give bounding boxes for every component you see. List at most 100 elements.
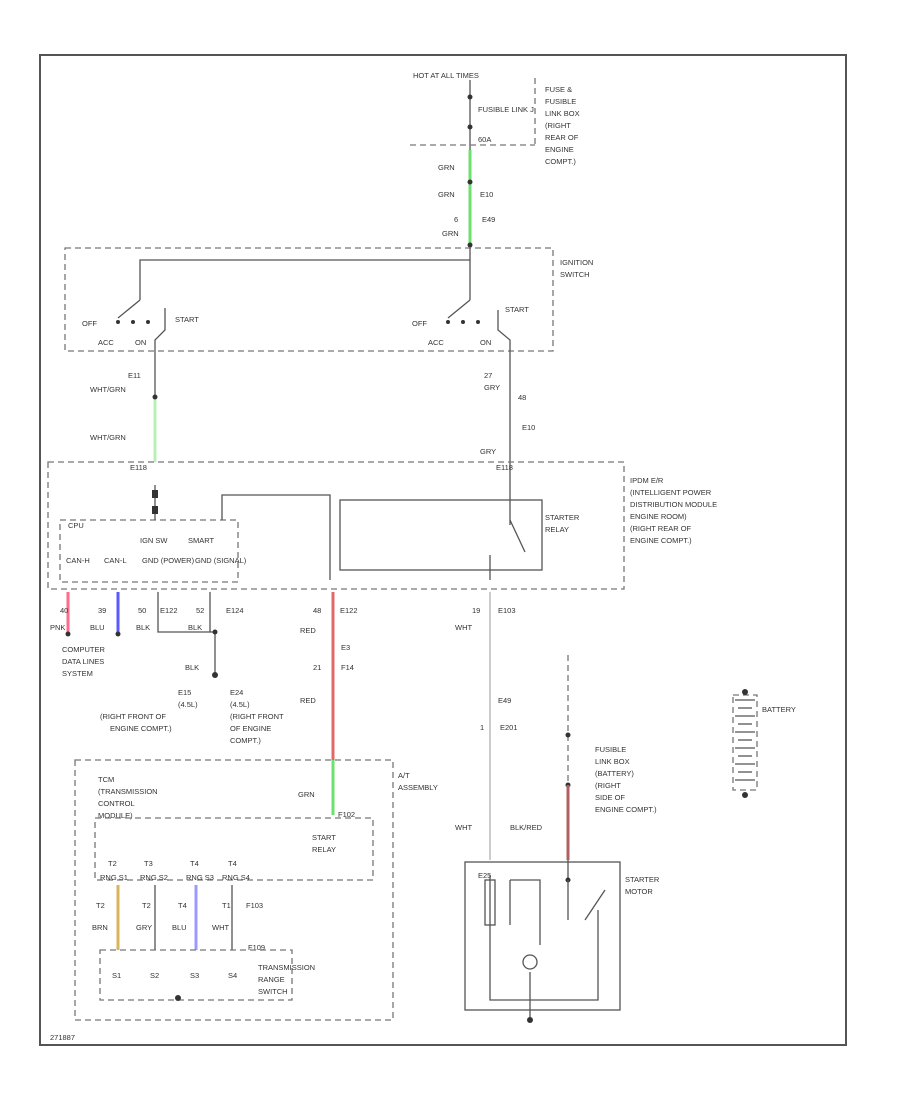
svg-text:CAN-L: CAN-L — [104, 556, 127, 565]
svg-text:(RIGHT FRONT: (RIGHT FRONT — [230, 712, 284, 721]
svg-text:T4: T4 — [228, 859, 237, 868]
svg-text:BLU: BLU — [90, 623, 105, 632]
svg-text:SYSTEM: SYSTEM — [62, 669, 93, 678]
svg-text:E11: E11 — [128, 371, 141, 380]
svg-text:STARTER: STARTER — [625, 875, 660, 884]
svg-text:SWITCH: SWITCH — [258, 987, 288, 996]
svg-text:WHT: WHT — [455, 823, 472, 832]
starter-motor-box — [464, 861, 621, 1011]
svg-text:F103: F103 — [246, 901, 263, 910]
svg-text:E15: E15 — [178, 688, 191, 697]
svg-text:GRN: GRN — [438, 190, 455, 199]
svg-text:T4: T4 — [178, 901, 187, 910]
svg-text:E3: E3 — [341, 643, 350, 652]
svg-text:T2: T2 — [108, 859, 117, 868]
svg-text:START: START — [505, 305, 529, 314]
ground-point — [212, 672, 218, 678]
svg-text:(RIGHT: (RIGHT — [595, 781, 621, 790]
svg-text:E118: E118 — [130, 463, 147, 472]
svg-text:WHT: WHT — [455, 623, 472, 632]
svg-text:T4: T4 — [190, 859, 199, 868]
svg-text:RNG S3: RNG S3 — [186, 873, 214, 882]
svg-text:E49: E49 — [482, 215, 495, 224]
ipdm-box — [47, 461, 625, 590]
svg-text:RED: RED — [300, 696, 316, 705]
svg-text:OFF: OFF — [82, 319, 97, 328]
svg-text:E10: E10 — [480, 190, 493, 199]
svg-text:39: 39 — [98, 606, 106, 615]
svg-text:PNK: PNK — [50, 623, 65, 632]
svg-text:ENGINE COMPT.): ENGINE COMPT.) — [110, 724, 172, 733]
svg-text:ENGINE ROOM): ENGINE ROOM) — [630, 512, 687, 521]
svg-text:CPU: CPU — [68, 521, 84, 530]
tcm-label: TCM (TRANSMISSION CONTROL MODULE) — [98, 775, 158, 820]
svg-text:S3: S3 — [190, 971, 199, 980]
svg-text:CONTROL: CONTROL — [98, 799, 135, 808]
ignition-right-switch — [447, 299, 471, 319]
svg-text:E118: E118 — [496, 463, 513, 472]
svg-text:RED: RED — [300, 626, 316, 635]
hot-label: HOT AT ALL TIMES — [413, 71, 479, 80]
svg-text:SMART: SMART — [188, 536, 215, 545]
ignition-left-switch — [117, 299, 141, 319]
svg-text:T3: T3 — [144, 859, 153, 868]
svg-text:(RIGHT REAR OF: (RIGHT REAR OF — [630, 524, 692, 533]
svg-text:OF ENGINE: OF ENGINE — [230, 724, 271, 733]
svg-text:RANGE: RANGE — [258, 975, 285, 984]
svg-text:E124: E124 — [226, 606, 244, 615]
svg-text:DATA LINES: DATA LINES — [62, 657, 104, 666]
svg-text:50: 50 — [138, 606, 146, 615]
svg-text:S2: S2 — [150, 971, 159, 980]
svg-text:WHT: WHT — [212, 923, 229, 932]
ipdm-label: IPDM E/R (INTELLIGENT POWER DISTRIBUTION… — [630, 476, 717, 545]
svg-text:ENGINE COMPT.): ENGINE COMPT.) — [595, 805, 657, 814]
svg-text:GND (POWER): GND (POWER) — [142, 556, 195, 565]
svg-text:COMPT.): COMPT.) — [545, 157, 576, 166]
svg-text:OFF: OFF — [412, 319, 427, 328]
battery-symbol — [732, 689, 758, 798]
svg-text:START: START — [312, 833, 336, 842]
computer-data-lines-label: COMPUTER DATA LINES SYSTEM — [62, 645, 106, 678]
svg-text:DISTRIBUTION MODULE: DISTRIBUTION MODULE — [630, 500, 717, 509]
svg-text:E103: E103 — [498, 606, 516, 615]
svg-text:RNG S4: RNG S4 — [222, 873, 250, 882]
svg-text:ENGINE COMPT.): ENGINE COMPT.) — [630, 536, 692, 545]
svg-text:52: 52 — [196, 606, 204, 615]
svg-text:ON: ON — [480, 338, 491, 347]
svg-text:21: 21 — [313, 663, 321, 672]
svg-text:LINK BOX: LINK BOX — [545, 109, 580, 118]
svg-text:ASSEMBLY: ASSEMBLY — [398, 783, 438, 792]
svg-text:RNG S1: RNG S1 — [100, 873, 128, 882]
svg-text:48: 48 — [518, 393, 526, 402]
svg-text:IGN SW: IGN SW — [140, 536, 168, 545]
start-relay-label: START RELAY — [312, 833, 336, 854]
ignition-switch-label: IGNITION SWITCH — [560, 258, 593, 279]
svg-text:BLK: BLK — [188, 623, 202, 632]
svg-text:GRN: GRN — [298, 790, 315, 799]
svg-text:SIDE OF: SIDE OF — [595, 793, 625, 802]
starter-relay-contact — [509, 519, 526, 553]
svg-text:F14: F14 — [341, 663, 354, 672]
svg-text:6: 6 — [454, 215, 458, 224]
svg-text:T2: T2 — [142, 901, 151, 910]
svg-text:E49: E49 — [498, 696, 511, 705]
svg-text:WHT/GRN: WHT/GRN — [90, 385, 126, 394]
starter-relay-label: STARTER RELAY — [545, 513, 580, 534]
ground2-label: E24 (4.5L) (RIGHT FRONT OF ENGINE COMPT.… — [230, 688, 284, 745]
svg-text:STARTER: STARTER — [545, 513, 580, 522]
svg-text:BLK/RED: BLK/RED — [510, 823, 543, 832]
svg-text:RELAY: RELAY — [312, 845, 336, 854]
starter-motor-symbol — [522, 954, 538, 970]
svg-text:F109: F109 — [248, 943, 265, 952]
svg-text:E122: E122 — [340, 606, 358, 615]
svg-text:GND (SIGNAL): GND (SIGNAL) — [195, 556, 247, 565]
svg-text:MODULE): MODULE) — [98, 811, 133, 820]
svg-text:E201: E201 — [500, 723, 518, 732]
starter-motor-switch — [584, 889, 606, 921]
range-switch-box — [99, 949, 293, 1001]
svg-text:TCM: TCM — [98, 775, 114, 784]
svg-text:IGNITION: IGNITION — [560, 258, 593, 267]
svg-text:S4: S4 — [228, 971, 237, 980]
svg-text:FUSIBLE: FUSIBLE — [595, 745, 626, 754]
